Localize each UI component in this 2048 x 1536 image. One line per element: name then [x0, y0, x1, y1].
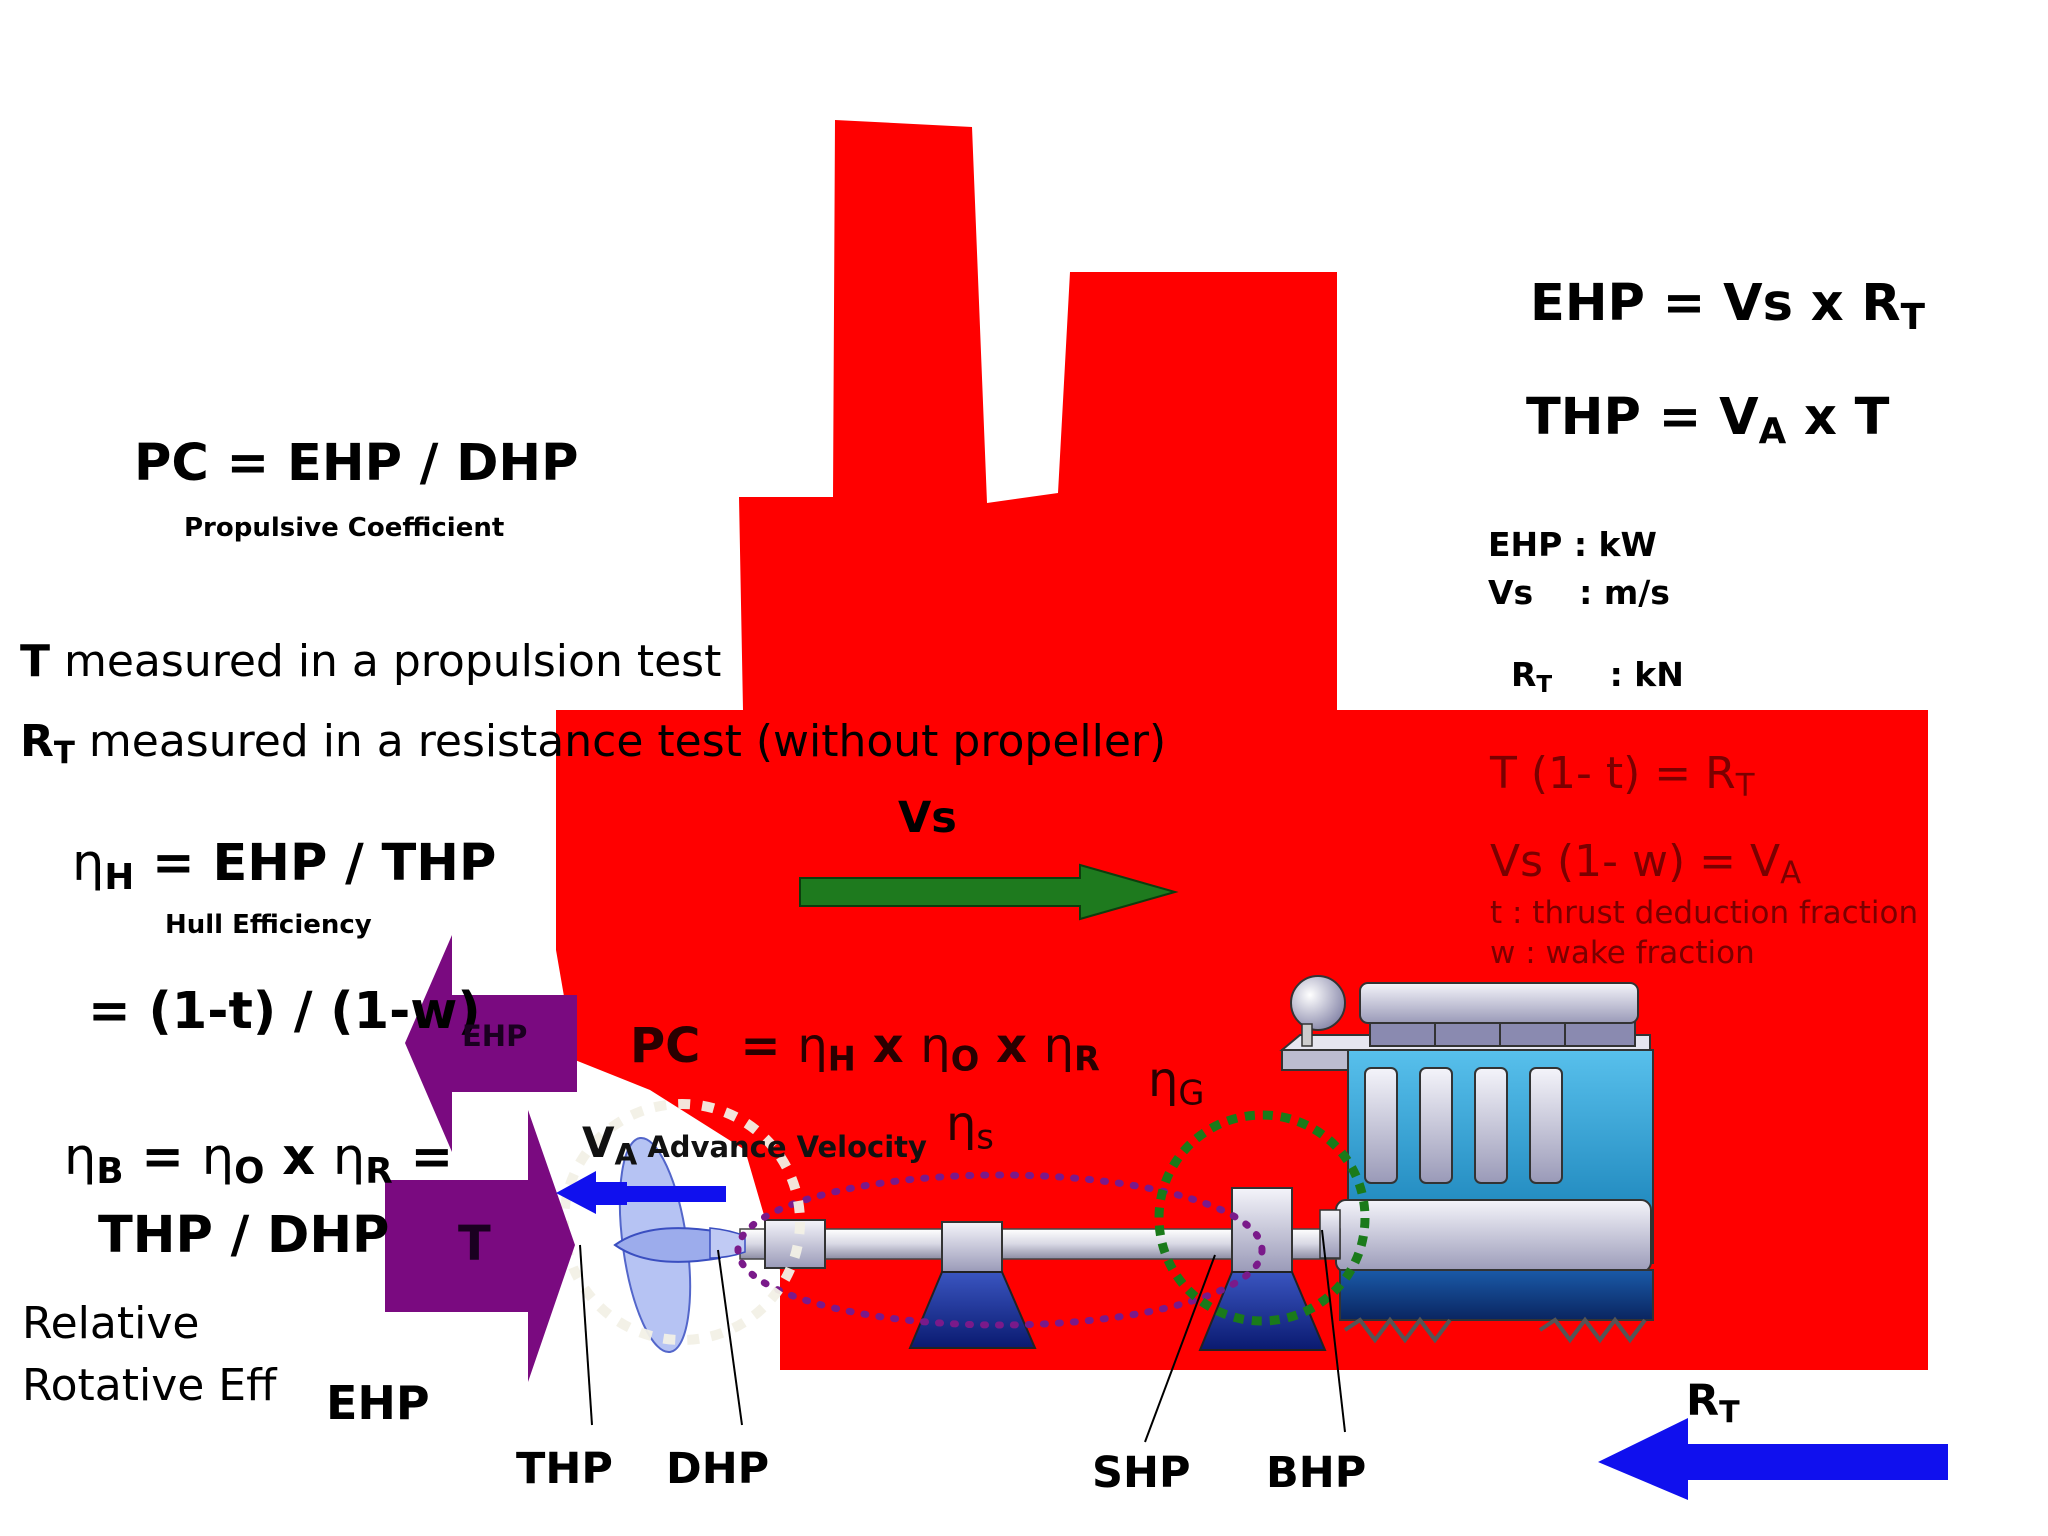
- pc-product-pc: PC: [630, 1018, 701, 1074]
- unit-rt: RT : kN: [1488, 625, 1684, 696]
- eta-b-formula: ηB = ηO x ηR =: [64, 1132, 453, 1189]
- pc-x2: x: [979, 1018, 1044, 1074]
- thp-formula-text: THP = V: [1526, 388, 1759, 447]
- pc-eta-h: η: [797, 1018, 828, 1074]
- vs-arrow: [799, 863, 1179, 921]
- shaft-flange: [1319, 1209, 1341, 1259]
- pc-product: PC= ηH x ηO x ηR: [630, 1022, 1100, 1076]
- bhp-leader: [1321, 1229, 1346, 1433]
- eta-r-symbol: η: [332, 1128, 366, 1187]
- thp-label: THP: [516, 1444, 613, 1494]
- shp-leader: [1144, 1254, 1216, 1443]
- dhp-leader: [717, 1249, 743, 1426]
- pc-product-eq: =: [740, 1018, 798, 1074]
- eta-h-ratio: = (1-t) / (1-w): [88, 982, 481, 1041]
- eta-o-sub: O: [234, 1150, 265, 1192]
- eta-o-symbol: η: [201, 1128, 235, 1187]
- eta-s-symbol: η: [946, 1096, 977, 1152]
- shp-label: SHP: [1092, 1448, 1191, 1498]
- pc-sub-r: R: [1074, 1039, 1100, 1079]
- eta-b-symbol: η: [64, 1128, 97, 1187]
- rt-measured-rest: measured in a resistance test (without p…: [74, 716, 1167, 767]
- pc-caption: Propulsive Coefficient: [184, 513, 505, 543]
- ehp-formula: EHP = Vs x RT: [1530, 278, 1925, 335]
- t-measured-bold: T: [20, 636, 51, 687]
- va-sub: A: [614, 1137, 638, 1172]
- pc-x1: x: [855, 1018, 921, 1074]
- unit-ehp: EHP : kW: [1488, 525, 1657, 564]
- t-arrow-label: T: [458, 1216, 491, 1272]
- unit-rt-rest: : kN: [1552, 655, 1684, 694]
- engine: [1279, 975, 1654, 1344]
- vs-relation: Vs (1- w) = VA: [1490, 840, 1801, 890]
- eta-g-label: ηG: [1148, 1056, 1204, 1110]
- rt-measured-text: RT measured in a resistance test (withou…: [20, 720, 1166, 770]
- eta-b-times: x: [264, 1128, 333, 1187]
- thp-dhp-text: THP / DHP: [98, 1206, 390, 1265]
- shaft-bearing: [908, 1221, 1037, 1349]
- bhp-label: BHP: [1266, 1448, 1367, 1498]
- eta-r-sub: R: [365, 1150, 393, 1192]
- rt-measured-bold: R: [20, 716, 54, 767]
- eta-s-sub: s: [976, 1117, 994, 1157]
- relative-line2: Rotative Eff: [22, 1360, 277, 1411]
- va-subscript: A: [1758, 410, 1787, 452]
- gearbox: [1198, 1187, 1327, 1351]
- va-v: V: [582, 1118, 615, 1167]
- va-arrow: [556, 1171, 627, 1214]
- vs-label: Vs: [898, 793, 957, 843]
- gear-efficiency-circle: [1154, 1110, 1370, 1326]
- pc-eta-o: η: [920, 1018, 951, 1074]
- unit-rt-r: R: [1510, 655, 1537, 694]
- eta-b-end: =: [392, 1128, 454, 1187]
- ehp-bottom-label: EHP: [326, 1376, 430, 1430]
- vs-relation-text: Vs (1- w) = V: [1490, 836, 1781, 887]
- pc-sub-o: O: [950, 1039, 980, 1079]
- rt-label-sub: T: [1719, 1395, 1740, 1431]
- thp-formula: THP = VA x T: [1526, 392, 1889, 449]
- pc-formula: PC = EHP / DHP: [134, 434, 579, 493]
- eta-h-rest: = EHP / THP: [134, 834, 497, 893]
- rt-measured-sub: T: [53, 735, 75, 772]
- eta-g-sub: G: [1178, 1073, 1205, 1113]
- rt-subscript: T: [1900, 296, 1925, 338]
- t-measured-rest: measured in a propulsion test: [50, 636, 722, 687]
- va-label: VA Advance Velocity: [582, 1122, 927, 1170]
- eta-h-symbol: η: [72, 834, 105, 893]
- ehp-arrow-label: EHP: [462, 1019, 528, 1053]
- propulsion-efficiency-oval: [734, 1171, 1266, 1329]
- eta-s-label: ηs: [946, 1100, 994, 1154]
- t-relation-text: T (1- t) = R: [1490, 748, 1736, 799]
- t-relation: T (1- t) = RT: [1490, 752, 1755, 802]
- ehp-arrow: [405, 935, 577, 1152]
- eta-b-sub: B: [96, 1150, 124, 1192]
- t-measured-text: T measured in a propulsion test: [20, 640, 721, 684]
- va-rest: Advance Velocity: [637, 1130, 927, 1164]
- eta-g-symbol: η: [1148, 1052, 1179, 1108]
- relative-line1: Relative: [22, 1298, 200, 1349]
- rt-label-r: R: [1686, 1376, 1720, 1426]
- t-definition: t : thrust deduction fraction: [1490, 895, 1919, 931]
- ehp-formula-text: EHP = Vs x R: [1530, 274, 1901, 333]
- dhp-label: DHP: [666, 1444, 770, 1494]
- thp-formula-rhs: x T: [1786, 388, 1890, 447]
- eta-b-eq: =: [123, 1128, 202, 1187]
- unit-vs: Vs : m/s: [1488, 573, 1670, 612]
- t-relation-sub: T: [1735, 767, 1755, 804]
- pc-sub-h: H: [827, 1039, 856, 1079]
- thrust-arrow: [385, 1110, 575, 1382]
- va-arrow-shaft: [596, 1186, 726, 1202]
- unit-rt-sub: T: [1536, 671, 1553, 698]
- rt-arrow: [1598, 1418, 1948, 1500]
- hull-efficiency-caption: Hull Efficiency: [165, 910, 372, 940]
- pc-eta-r: η: [1043, 1018, 1075, 1074]
- eta-h-formula: ηH = EHP / THP: [72, 838, 496, 895]
- vs-relation-sub: A: [1780, 855, 1802, 892]
- w-definition: w : wake fraction: [1490, 935, 1755, 971]
- eta-h-sub: H: [104, 856, 135, 898]
- rt-label: RT: [1686, 1380, 1740, 1429]
- thp-leader: [579, 1244, 593, 1426]
